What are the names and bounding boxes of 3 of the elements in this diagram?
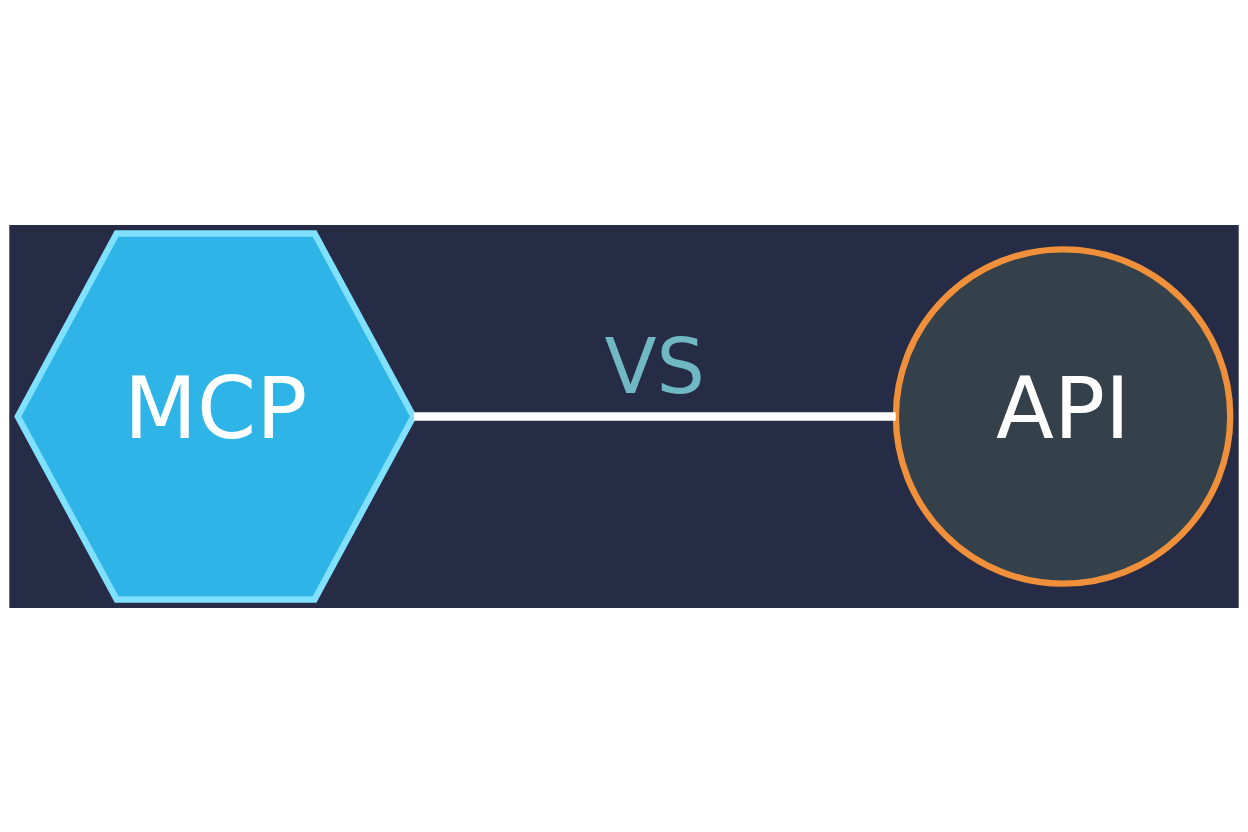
connector [413,411,896,421]
edge-label: VS [604,321,705,411]
node-circle: API [892,245,1234,587]
